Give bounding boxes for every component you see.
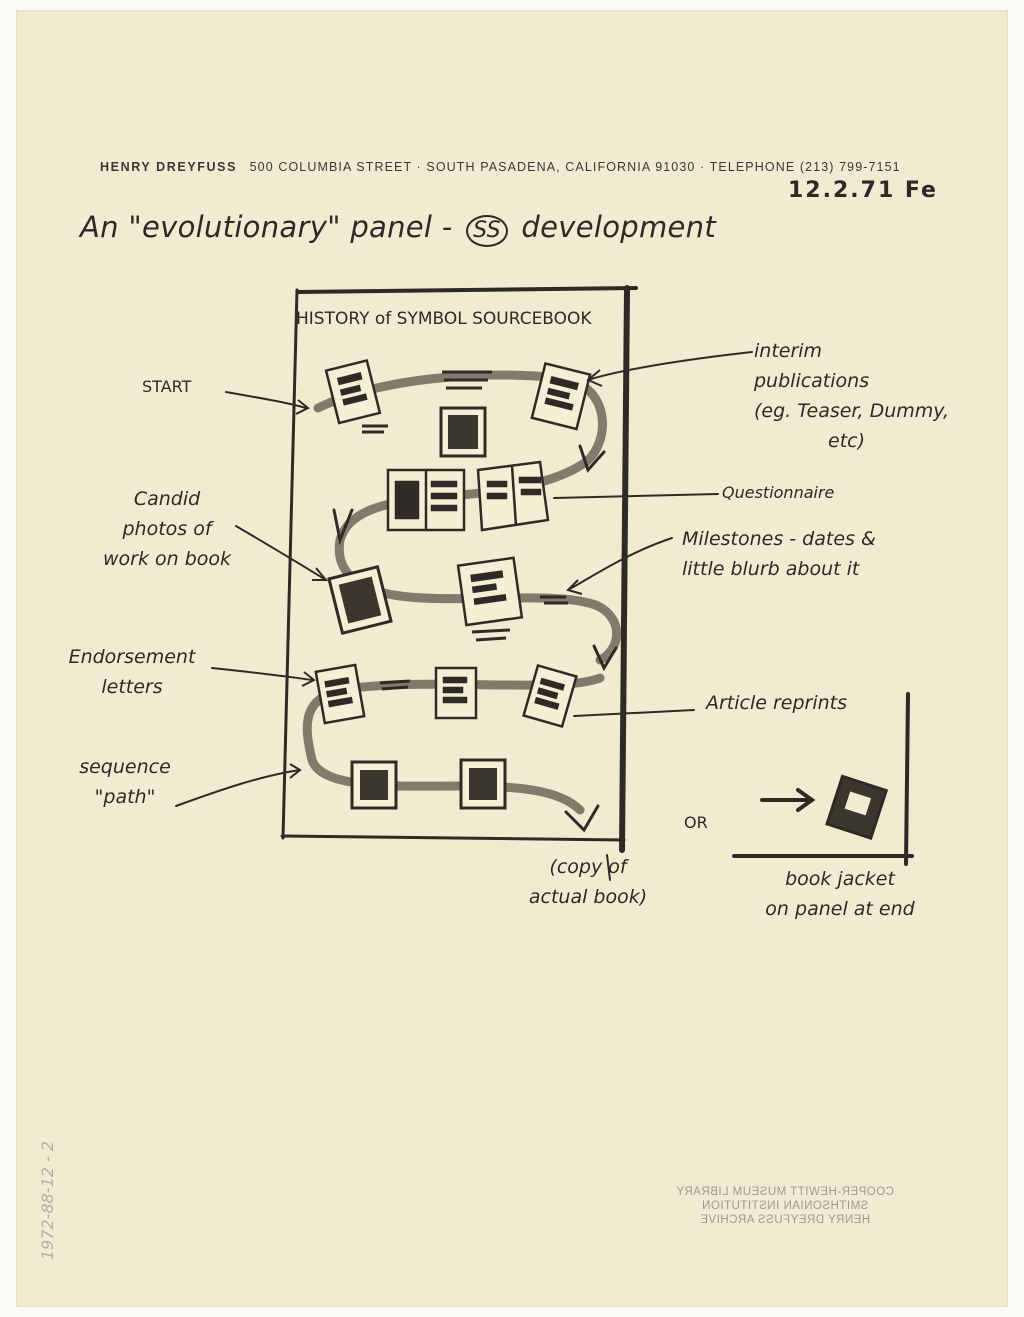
path-arrowheads [332, 444, 618, 833]
interim-line-4: etc) [828, 430, 865, 452]
label-sequence-path: sequence "path" [70, 752, 180, 812]
sequence-line-2: "path" [94, 786, 156, 808]
label-start: START [142, 377, 192, 396]
panel-bottom-edge [280, 834, 626, 842]
candid-line-1: Candid [133, 488, 201, 510]
panel-left-edge [281, 288, 299, 840]
letterhead-name: HENRY DREYFUSS [100, 160, 238, 174]
paper [16, 10, 1008, 1307]
stamp-line-1: COOPER-HEWITT MUSEUM LIBRARY [675, 1186, 895, 1198]
label-interim-publications: interim publications (eg. Teaser, Dummy,… [754, 336, 949, 456]
date: 12.2.71 Fe [788, 178, 938, 203]
milestones-line-2: little blurb about it [682, 558, 860, 580]
pencil-accession-note: 1972-88-12 - 2 [38, 1140, 57, 1260]
title-text-after: development [521, 210, 716, 244]
sketch-title: An "evolutionary" panel - SS development [80, 210, 716, 247]
candid-line-2: photos of [122, 518, 212, 540]
sequence-line-1: sequence [79, 756, 171, 778]
endorsement-line-2: letters [101, 676, 163, 698]
label-book-jacket: book jacket on panel at end [740, 864, 940, 924]
interim-line-3: (eg. Teaser, Dummy, [754, 400, 950, 422]
book-jacket-alternative [732, 692, 914, 866]
copy-line-1: (copy of [549, 856, 627, 878]
endorsement-letters [314, 663, 578, 729]
leader-lines [175, 351, 753, 881]
label-milestones: Milestones - dates & little blurb about … [682, 524, 876, 584]
questionnaire-booklets [386, 460, 550, 532]
interim-publication-docs [324, 358, 592, 431]
candid-photo-frames [327, 406, 507, 810]
milestone-card [456, 556, 524, 642]
label-or: OR [684, 813, 708, 832]
candid-line-3: work on book [102, 548, 232, 570]
panel-heading: HISTORY of SYMBOL SOURCEBOOK [296, 309, 592, 329]
milestones-line-1: Milestones - dates & [682, 528, 876, 550]
label-questionnaire: Questionnaire [722, 483, 835, 502]
panel-top-edge [296, 286, 638, 294]
jacket-line-2: on panel at end [765, 898, 915, 920]
panel-right-edge [619, 285, 630, 853]
letterhead-address: 500 COLUMBIA STREET · SOUTH PASADENA, CA… [249, 160, 901, 174]
copy-line-2: actual book) [528, 886, 648, 908]
doc-interim [530, 361, 592, 431]
jacket-line-1: book jacket [785, 868, 895, 890]
title-circled-abbrev: SS [466, 215, 508, 247]
title-text-before: An "evolutionary" panel - [80, 210, 453, 244]
interim-line-2: publications [754, 370, 870, 392]
label-copy-of-book: (copy of actual book) [508, 852, 668, 912]
label-article-reprints: Article reprints [706, 692, 848, 714]
text-dashes [362, 370, 568, 691]
letterhead: HENRY DREYFUSS 500 COLUMBIA STREET · SOU… [100, 160, 901, 174]
stamp-line-2: SMITHSONIAN INSTITUTION [701, 1200, 869, 1212]
stamp-line-3: HENRY DREYFUSS ARCHIVE [699, 1214, 871, 1226]
label-candid-photos: Candid photos of work on book [92, 484, 242, 574]
leader-arrowheads [289, 369, 603, 779]
endorsement-line-1: Endorsement [68, 646, 196, 668]
interim-line-1: interim [754, 340, 823, 362]
archive-stamp: COOPER-HEWITT MUSEUM LIBRARY SMITHSONIAN… [660, 1185, 910, 1227]
doc-start [324, 358, 382, 425]
label-endorsement-letters: Endorsement letters [62, 642, 202, 702]
